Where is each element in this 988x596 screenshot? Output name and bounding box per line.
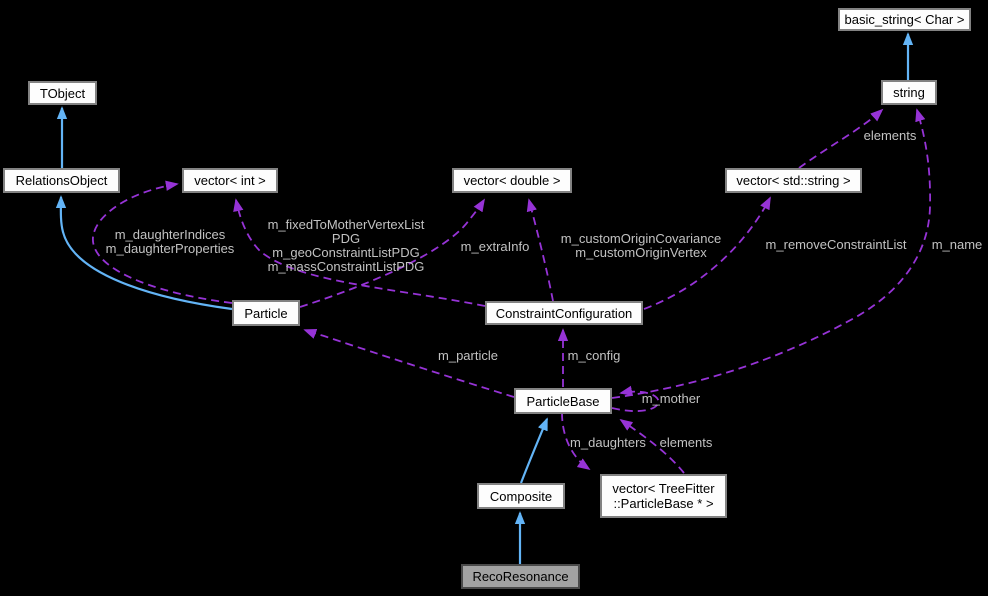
class-node-relationsobject[interactable]: RelationsObject (3, 168, 120, 193)
class-node-particlebase[interactable]: ParticleBase (514, 388, 612, 414)
class-node-basic-string-char[interactable]: basic_string< Char > (838, 8, 971, 31)
edge-composite-inherits-particlebase (519, 417, 549, 484)
edge-particlebase-particle-member (303, 329, 515, 398)
edge-particlebase-daughters-vectortreefitter (561, 412, 591, 471)
edge-particle-inherits-relationsobject (55, 195, 233, 311)
edge-constraintconfig-removeconstraintlist-vectorstring (643, 196, 771, 310)
edge-constraintconfig-customorigin-vectordouble (526, 198, 554, 302)
edge-vectorstring-elements-string (798, 108, 884, 169)
class-node-string[interactable]: string (881, 80, 937, 105)
edge-vectortreefitter-elements-particlebase (619, 418, 685, 474)
class-node-vector-int[interactable]: vector< int > (182, 168, 278, 193)
class-node-vector-std-string[interactable]: vector< std::string > (725, 168, 862, 193)
class-node-constraintconfiguration[interactable]: ConstraintConfiguration (485, 301, 643, 325)
class-node-vector-double[interactable]: vector< double > (452, 168, 572, 193)
edge-particlebase-mother-selfloop (611, 385, 660, 412)
edge-constraintconfig-pdglists-vectorint (233, 198, 486, 307)
class-node-composite[interactable]: Composite (477, 483, 565, 509)
class-node-tobject[interactable]: TObject (28, 81, 97, 105)
class-node-particle[interactable]: Particle (232, 300, 300, 326)
edge-particle-extrainfo-vectordouble (299, 198, 485, 308)
edge-particle-daughterindices-vectorint (92, 180, 233, 304)
class-node-recoresonance-current: RecoResonance (461, 564, 580, 589)
class-node-vector-treefitter-particlebase[interactable]: vector< TreeFitter ::ParticleBase * > (600, 474, 727, 518)
edge-particlebase-name-string (611, 108, 931, 399)
